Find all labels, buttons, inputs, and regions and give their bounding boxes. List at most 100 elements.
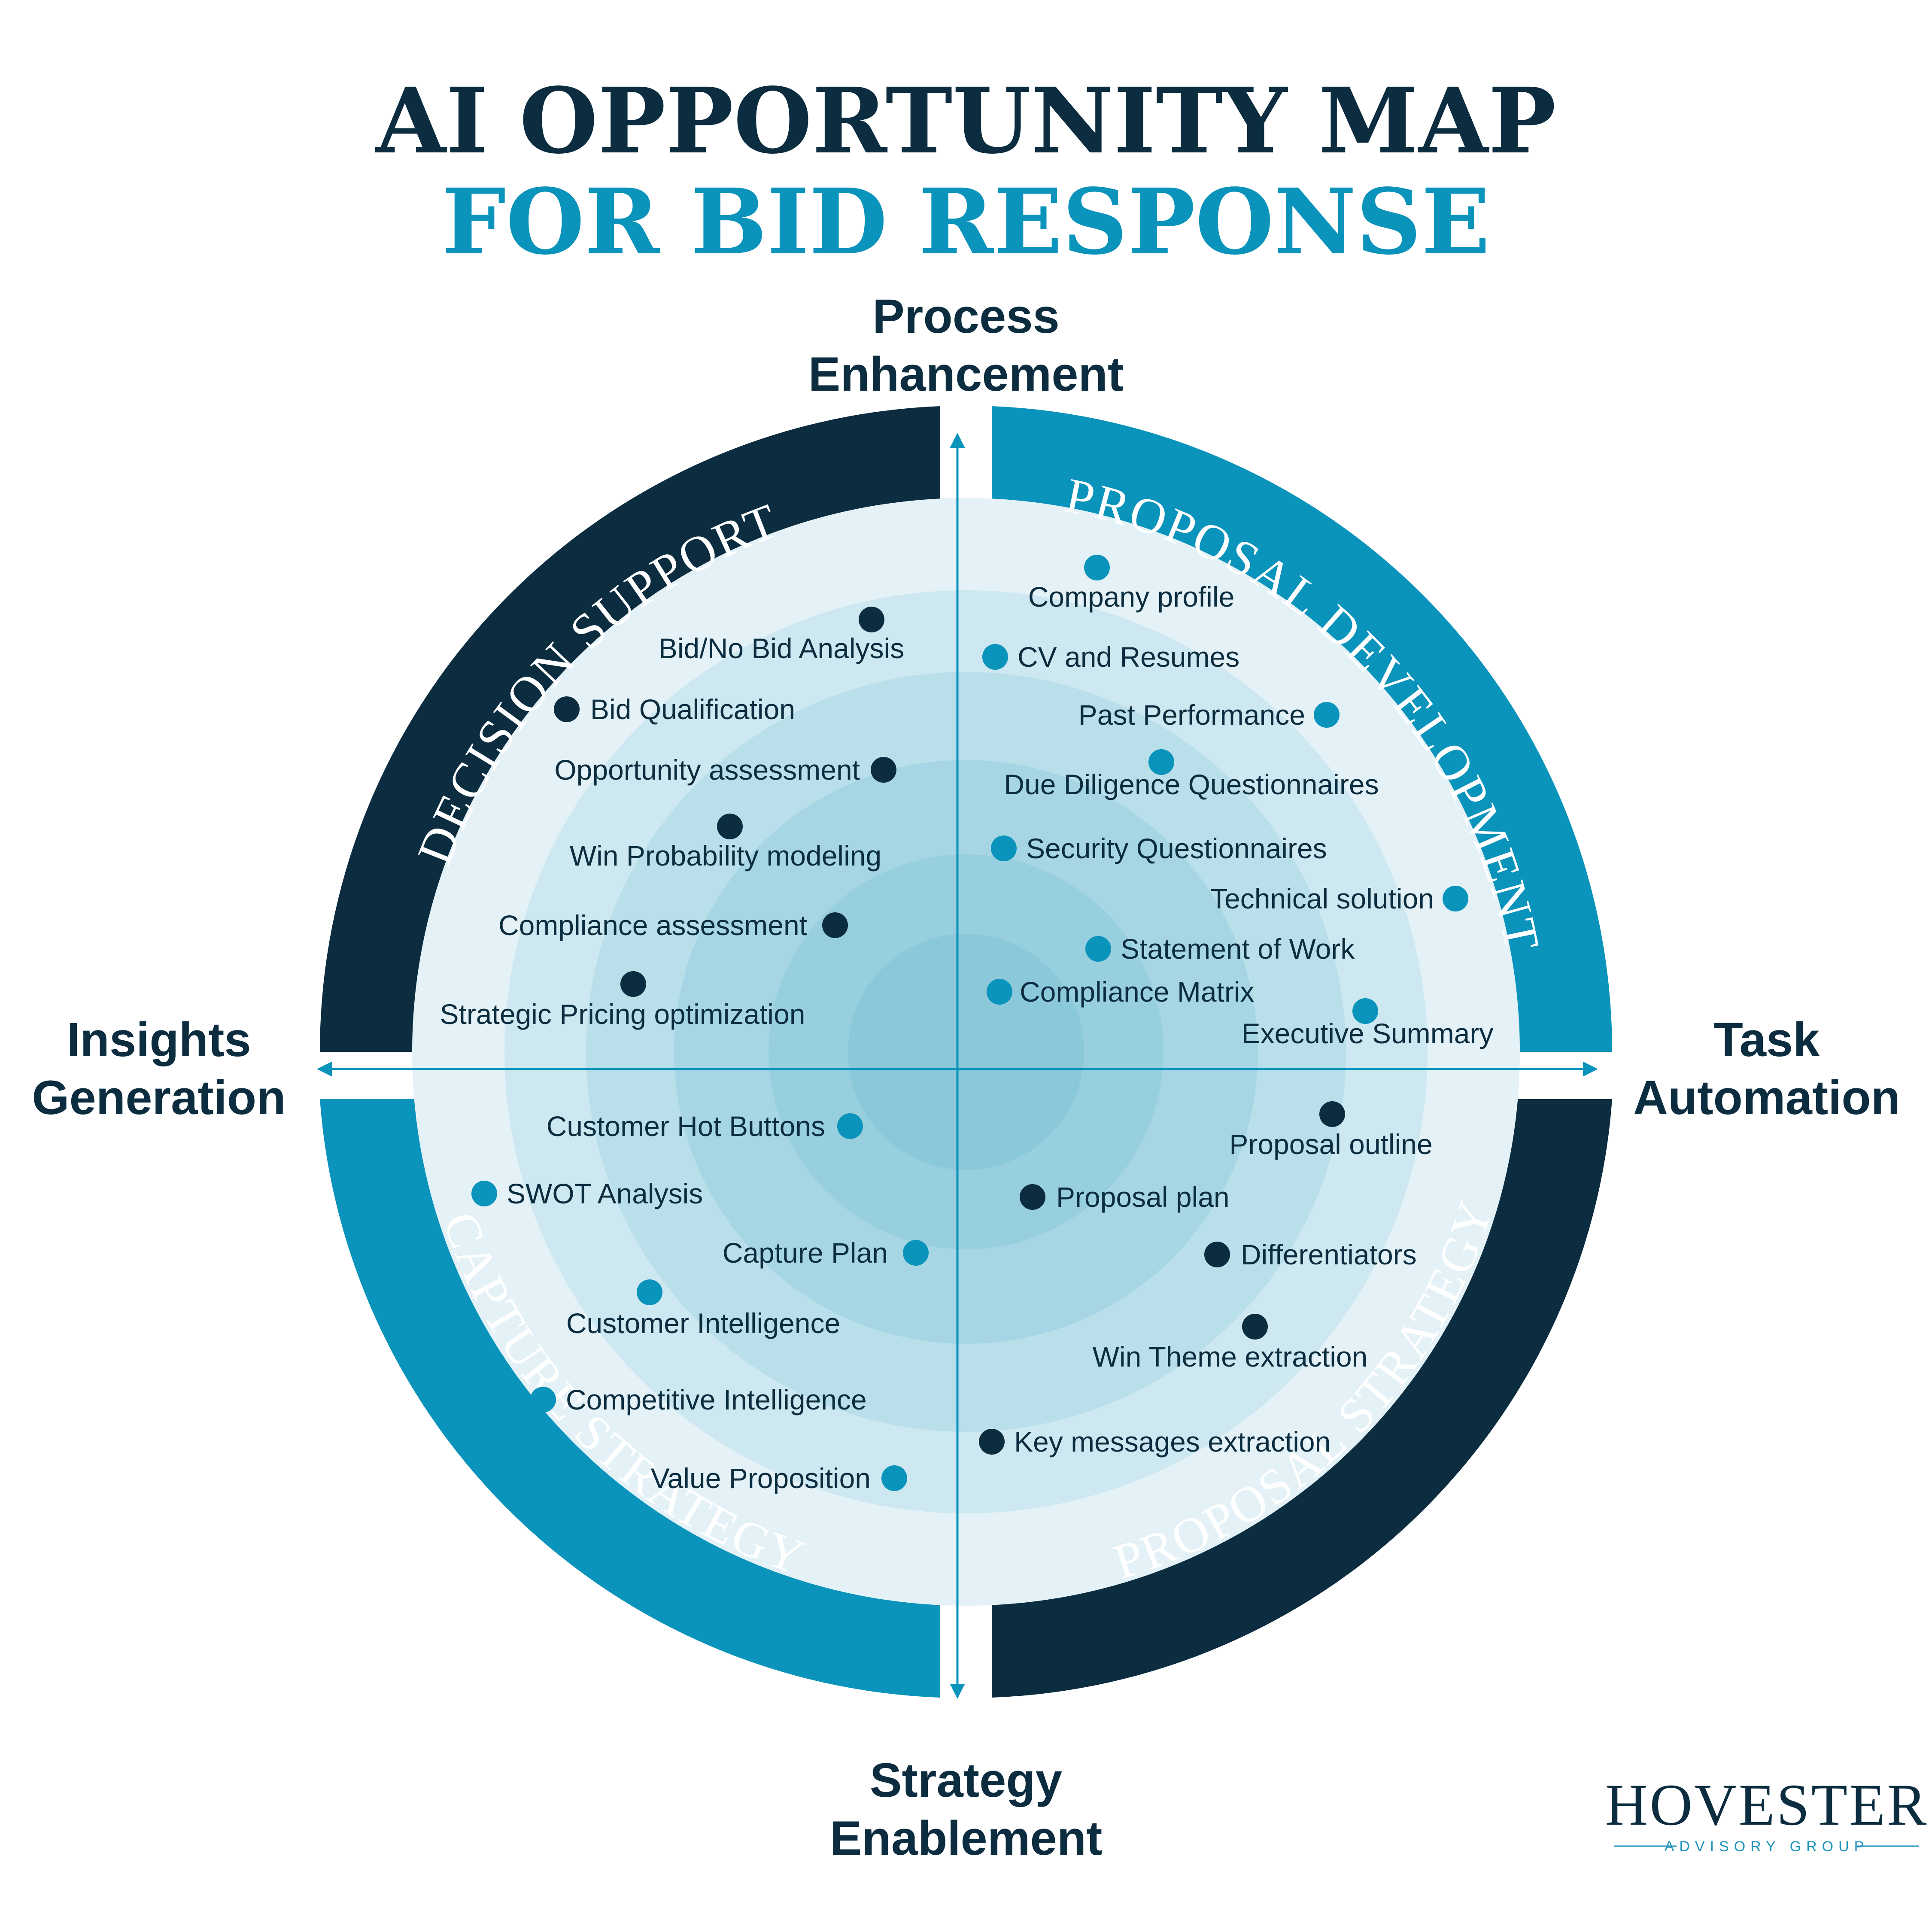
item-label: Customer Hot Buttons	[547, 1110, 825, 1142]
map-item: Technical solution	[1210, 883, 1468, 914]
axis-right-line-1: Task	[1714, 1013, 1820, 1066]
ring-6	[848, 934, 1084, 1170]
band-capture-strategy	[320, 1099, 940, 1698]
item-label: Bid Qualification	[590, 693, 795, 725]
map-item: Competitive Intelligence	[530, 1384, 867, 1416]
item-label: Compliance Matrix	[1020, 976, 1255, 1008]
map-item: Differentiators	[1204, 1239, 1417, 1270]
item-dot	[903, 1240, 929, 1266]
item-dot	[471, 1181, 497, 1206]
map-item: Capture Plan	[723, 1237, 929, 1269]
map-item: Due Diligence Questionnaires	[1004, 749, 1379, 800]
item-label: Security Questionnaires	[1026, 832, 1327, 864]
item-dot	[1352, 998, 1378, 1024]
item-dot	[637, 1279, 662, 1305]
item-label: Value Proposition	[651, 1462, 871, 1494]
map-item: Customer Intelligence	[566, 1279, 840, 1339]
map-item: Past Performance	[1078, 699, 1340, 731]
map-item: SWOT Analysis	[471, 1178, 703, 1209]
map-item: Statement of Work	[1085, 933, 1355, 965]
axis-left-line-1: Insights	[67, 1013, 251, 1066]
item-label: Company profile	[1028, 581, 1235, 613]
map-item: Proposal plan	[1020, 1181, 1230, 1213]
map-item: Win Theme extraction	[1093, 1314, 1368, 1373]
item-label: Capture Plan	[723, 1237, 888, 1269]
logo-name: HOVESTER	[1605, 1772, 1929, 1838]
item-label: Bid/No Bid Analysis	[659, 632, 904, 664]
item-label: Compliance assessment	[498, 909, 807, 941]
item-dot	[1319, 1101, 1345, 1127]
item-label: SWOT Analysis	[507, 1178, 703, 1209]
item-dot	[554, 696, 580, 722]
item-label: Proposal plan	[1056, 1181, 1230, 1213]
band-proposal-strategy	[992, 1099, 1612, 1698]
axis-bottom-line-1: Strategy	[870, 1753, 1062, 1807]
map-item: Security Questionnaires	[991, 832, 1327, 864]
map-item: Compliance Matrix	[987, 976, 1255, 1008]
map-item: Bid Qualification	[554, 693, 795, 725]
map-item: Compliance assessment	[498, 909, 848, 941]
item-dot	[871, 757, 896, 783]
map-item: Win Probability modeling	[570, 814, 881, 872]
title-line-1: AI OPPORTUNITY MAP	[375, 68, 1556, 174]
band-proposal-development	[992, 406, 1613, 1052]
axis-label-bottom: Strategy Enablement	[830, 1753, 1103, 1865]
axis-label-left: Insights Generation	[32, 1013, 286, 1124]
item-dot	[1148, 749, 1174, 775]
item-label: Technical solution	[1210, 883, 1434, 914]
item-dot	[987, 979, 1012, 1005]
item-dot	[979, 1429, 1005, 1455]
item-dot	[859, 607, 884, 632]
band-decision-support	[320, 406, 940, 1052]
concentric-rings	[412, 498, 1520, 1606]
item-dot	[717, 814, 743, 839]
item-dot	[1085, 936, 1111, 962]
axis-label-top: Process Enhancement	[808, 289, 1124, 401]
axis-right-line-2: Automation	[1633, 1071, 1900, 1124]
item-dot	[822, 912, 848, 938]
item-dot	[1020, 1184, 1045, 1210]
item-dot	[620, 971, 646, 997]
item-label: Proposal outline	[1229, 1128, 1432, 1160]
map-item: Executive Summary	[1242, 998, 1494, 1049]
item-label: Strategic Pricing optimization	[440, 998, 805, 1030]
item-label: Key messages extraction	[1014, 1426, 1331, 1458]
map-item: Strategic Pricing optimization	[440, 971, 805, 1030]
axis-left-line-2: Generation	[32, 1071, 286, 1124]
quadrant-bands	[320, 406, 1613, 1698]
item-label: Past Performance	[1078, 699, 1305, 731]
item-label: Executive Summary	[1242, 1018, 1494, 1049]
item-dot	[991, 835, 1017, 861]
map-item: Company profile	[1028, 555, 1235, 613]
item-dot	[1242, 1314, 1268, 1340]
item-dot	[1443, 886, 1468, 911]
map-item: Value Proposition	[651, 1462, 907, 1494]
item-dot	[881, 1465, 907, 1491]
axis-label-right: Task Automation	[1633, 1013, 1900, 1124]
map-item: Key messages extraction	[979, 1426, 1331, 1458]
item-label: Competitive Intelligence	[566, 1384, 867, 1416]
item-dot	[530, 1387, 556, 1413]
item-dot	[1084, 555, 1110, 580]
item-dot	[982, 644, 1008, 670]
item-label: Differentiators	[1241, 1239, 1417, 1270]
axis-top-line-2: Enhancement	[808, 347, 1124, 401]
logo: HOVESTER ADVISORY GROUP	[1605, 1772, 1929, 1855]
title-line-2: FOR BID RESPONSE	[442, 169, 1490, 275]
item-label: Due Diligence Questionnaires	[1004, 769, 1379, 800]
item-label: Win Probability modeling	[570, 840, 881, 872]
axis-top-line-1: Process	[872, 289, 1060, 343]
item-label: Opportunity assessment	[554, 754, 860, 786]
logo-subtitle: ADVISORY GROUP	[1665, 1838, 1869, 1855]
map-item: CV and Resumes	[982, 641, 1239, 673]
map-item: Bid/No Bid Analysis	[659, 607, 904, 664]
item-label: Statement of Work	[1121, 933, 1355, 965]
item-label: Customer Intelligence	[566, 1307, 840, 1339]
item-label: Win Theme extraction	[1093, 1341, 1368, 1373]
item-dot	[837, 1113, 863, 1139]
map-item: Opportunity assessment	[554, 754, 896, 786]
map-item: Proposal outline	[1229, 1101, 1433, 1160]
